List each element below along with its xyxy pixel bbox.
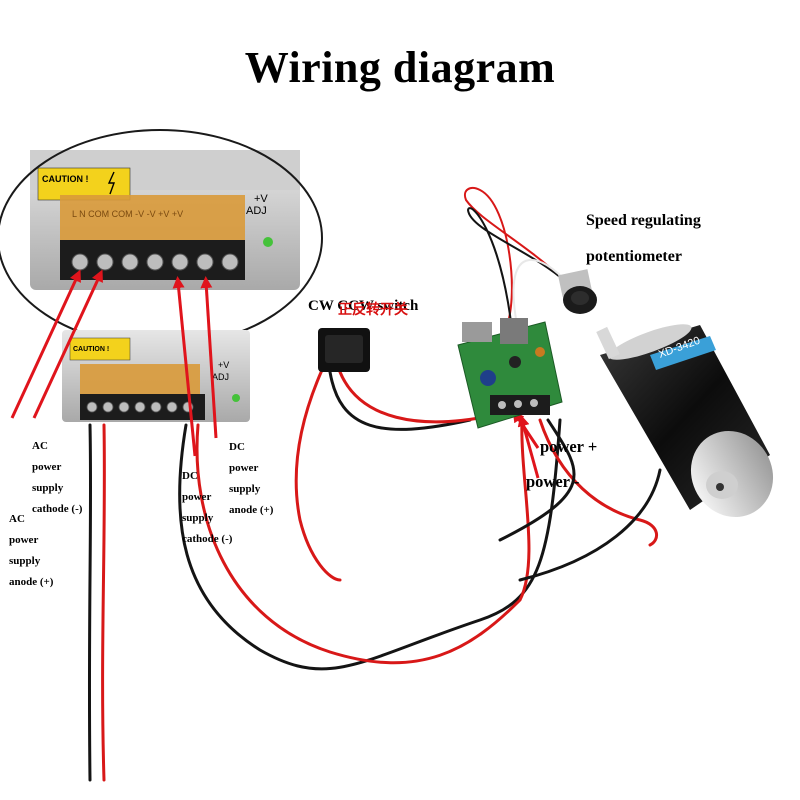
ac-cathode-line-4: cathode (-) <box>32 503 83 515</box>
dc-cathode-line-3: supply <box>182 512 214 524</box>
ac-anode-line-1: AC <box>9 513 25 525</box>
dc-cathode-line-4: cathode (-) <box>182 533 233 545</box>
label-ac-anode: AC power supply anode (+) <box>9 509 53 593</box>
ac-cathode-line-1: AC <box>32 440 48 452</box>
arrows <box>10 269 540 479</box>
ac-cathode-line-2: power <box>32 461 62 473</box>
label-cw-ccw-switch-chinese: 正反转开关 <box>338 303 408 318</box>
label-speed-potentiometer-line-2: potentiometer <box>586 248 682 265</box>
adj-text-zoom: +V <box>254 193 268 205</box>
label-ac-cathode: AC power supply cathode (-) <box>32 436 82 520</box>
dc-cathode-line-1: DC <box>182 470 198 482</box>
ac-cathode-line-3: supply <box>32 482 64 494</box>
potentiometer <box>558 269 597 314</box>
dc-anode-line-1: DC <box>229 441 245 453</box>
psu-small: CAUTION ! +V ADJ <box>62 330 250 422</box>
svg-text:L N COM COM -V -V +V +V: L N COM COM -V -V +V +V <box>72 209 183 219</box>
dc-cathode-line-2: power <box>182 491 212 503</box>
label-speed-potentiometer-line-1: Speed regulating <box>586 212 701 229</box>
wires <box>87 187 662 782</box>
cw-ccw-switch <box>318 328 370 372</box>
dc-anode-line-4: anode (+) <box>229 504 274 516</box>
dc-anode-line-3: supply <box>229 483 261 495</box>
label-dc-anode: DC power supply anode (+) <box>229 437 273 521</box>
label-dc-cathode: DC power supply cathode (-) <box>182 466 232 550</box>
svg-text:ADJ: ADJ <box>246 205 267 217</box>
ac-anode-line-4: anode (+) <box>9 576 54 588</box>
caution-text-zoom: CAUTION ! <box>42 174 89 184</box>
led-icon <box>263 237 273 247</box>
caution-text-small: CAUTION ! <box>73 346 109 353</box>
motor: XD-3420 <box>596 324 774 518</box>
svg-text:+V: +V <box>218 360 229 370</box>
label-power-plus: power + <box>540 437 598 456</box>
driver-board <box>457 318 563 429</box>
psu-zoom: CAUTION ! L N COM COM -V -V +V +V +V ADJ <box>30 150 300 290</box>
page-title: Wiring diagram <box>244 43 556 92</box>
label-cw-ccw-switch: CW CCW switch <box>308 298 419 314</box>
dc-anode-line-2: power <box>229 462 259 474</box>
ac-anode-line-3: supply <box>9 555 41 567</box>
ac-anode-line-2: power <box>9 534 39 546</box>
label-power-minus: power - <box>526 472 580 491</box>
svg-text:ADJ: ADJ <box>212 372 229 382</box>
lightning-icon <box>107 171 115 195</box>
